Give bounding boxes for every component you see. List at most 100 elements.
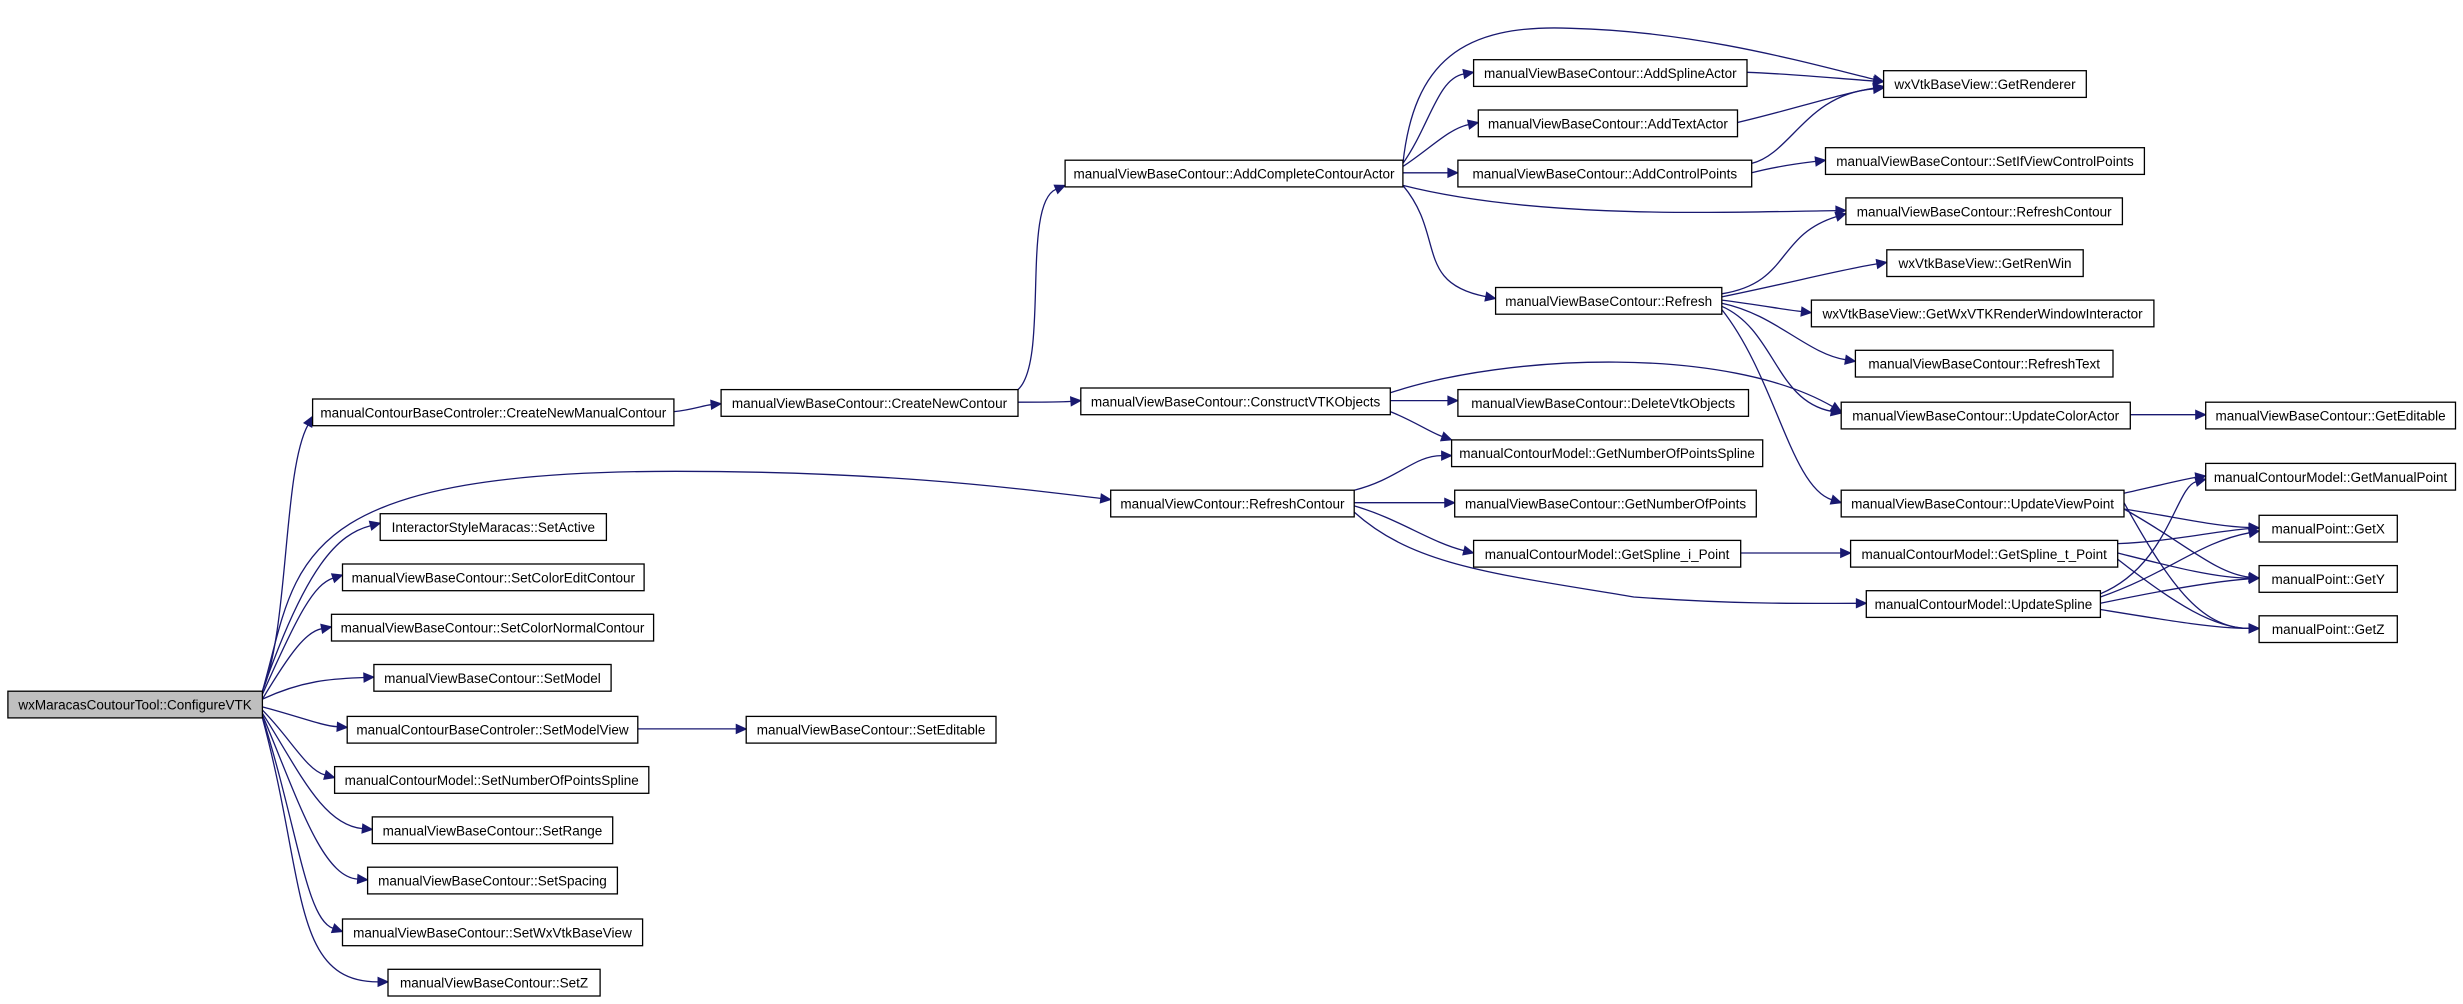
edge-refresh-to-get-wx-vtkrwi — [1721, 299, 1813, 317]
node-box[interactable] — [2205, 401, 2457, 430]
node-label: manualContourModel::SetNumberOfPointsSpl… — [345, 773, 639, 788]
node-box[interactable] — [1457, 388, 1750, 417]
node-get-spline-ipoint[interactable]: manualContourModel::GetSpline_i_Point — [1472, 539, 1742, 568]
node-get-wx-vtkrwi[interactable]: wxVtkBaseView::GetWxVTKRenderWindowInter… — [1810, 299, 2155, 328]
node-box[interactable] — [1450, 439, 1764, 468]
node-create-new-manual-contour[interactable]: manualContourBaseControler::CreateNewMan… — [311, 398, 675, 427]
node-box[interactable] — [1886, 249, 2084, 278]
node-set-range[interactable]: manualViewBaseContour::SetRange — [371, 816, 614, 845]
node-box[interactable] — [1845, 197, 2124, 226]
node-set-if-view-control-points[interactable]: manualViewBaseContour::SetIfViewControlP… — [1824, 147, 2146, 176]
node-box[interactable] — [1849, 539, 2119, 568]
node-get-renderer[interactable]: wxVtkBaseView::GetRenderer — [1882, 70, 2087, 99]
node-set-color-edit-contour[interactable]: manualViewBaseContour::SetColorEditConto… — [341, 563, 645, 592]
node-box[interactable] — [1840, 489, 2125, 518]
node-add-complete-contour-actor[interactable]: manualViewBaseContour::AddCompleteContou… — [1064, 159, 1404, 188]
node-box[interactable] — [1882, 70, 2087, 99]
node-set-color-normal-contour[interactable]: manualViewBaseContour::SetColorNormalCon… — [330, 613, 655, 642]
node-box[interactable] — [2258, 514, 2398, 543]
node-set-spacing[interactable]: manualViewBaseContour::SetSpacing — [366, 866, 619, 895]
edge-line — [2100, 532, 2250, 598]
node-update-color-actor[interactable]: manualViewBaseContour::UpdateColorActor — [1840, 401, 2131, 430]
node-add-control-points[interactable]: manualViewBaseContour::AddControlPoints — [1457, 159, 1753, 188]
node-delete-vtk-objects[interactable]: manualViewBaseContour::DeleteVtkObjects — [1457, 388, 1750, 417]
arrowhead-icon — [1800, 306, 1813, 317]
node-get-z[interactable]: manualPoint::GetZ — [2258, 615, 2398, 644]
node-box[interactable] — [7, 690, 264, 719]
node-set-active[interactable]: InteractorStyleMaracas::SetActive — [379, 513, 608, 542]
node-set-wx-vtk-base-view[interactable]: manualViewBaseContour::SetWxVtkBaseView — [341, 918, 644, 947]
node-box[interactable] — [387, 968, 601, 997]
node-box[interactable] — [1457, 159, 1753, 188]
edge-line — [2117, 558, 2250, 630]
node-set-model[interactable]: manualViewBaseContour::SetModel — [373, 663, 612, 692]
node-set-z[interactable]: manualViewBaseContour::SetZ — [387, 968, 601, 997]
node-get-editable[interactable]: manualViewBaseContour::GetEditable — [2205, 401, 2457, 430]
arrowhead-icon — [1441, 450, 1453, 461]
node-box[interactable] — [379, 513, 608, 542]
node-box[interactable] — [366, 866, 619, 895]
node-box[interactable] — [720, 388, 1019, 417]
node-box[interactable] — [1064, 159, 1404, 188]
node-get-y[interactable]: manualPoint::GetY — [2258, 564, 2398, 593]
node-box[interactable] — [1080, 387, 1391, 416]
node-update-spline[interactable]: manualContourModel::UpdateSpline — [1865, 590, 2102, 619]
node-box[interactable] — [1840, 401, 2131, 430]
node-box[interactable] — [330, 613, 655, 642]
node-refresh-contour-base[interactable]: manualViewBaseContour::RefreshContour — [1845, 197, 2124, 226]
node-get-spline-tpoint[interactable]: manualContourModel::GetSpline_t_Point — [1849, 539, 2119, 568]
node-box[interactable] — [2205, 462, 2457, 491]
node-box[interactable] — [1810, 299, 2155, 328]
node-get-number-of-points[interactable]: manualViewBaseContour::GetNumberOfPoints — [1454, 489, 1757, 518]
node-label: manualContourModel::GetSpline_t_Point — [1861, 547, 2107, 562]
node-box[interactable] — [1472, 539, 1742, 568]
arrowhead-icon — [1439, 431, 1453, 442]
arrowhead-icon — [2248, 623, 2261, 634]
arrowhead-icon — [1872, 75, 1885, 87]
node-box[interactable] — [1454, 489, 1757, 518]
edge-get-spline-ipoint-to-get-spline-tpoint — [1740, 547, 1852, 559]
node-add-spline-actor[interactable]: manualViewBaseContour::AddSplineActor — [1472, 59, 1748, 88]
node-refresh-text[interactable]: manualViewBaseContour::RefreshText — [1854, 349, 2114, 378]
node-box[interactable] — [341, 918, 644, 947]
node-box[interactable] — [373, 663, 612, 692]
node-refresh[interactable]: manualViewBaseContour::Refresh — [1494, 286, 1723, 315]
node-get-x[interactable]: manualPoint::GetX — [2258, 514, 2398, 543]
node-box[interactable] — [2258, 564, 2398, 593]
node-create-new-contour[interactable]: manualViewBaseContour::CreateNewContour — [720, 388, 1019, 417]
node-box[interactable] — [1110, 489, 1355, 518]
node-get-ren-win[interactable]: wxVtkBaseView::GetRenWin — [1886, 249, 2084, 278]
node-box[interactable] — [311, 398, 675, 427]
node-get-number-of-points-spline[interactable]: manualContourModel::GetNumberOfPointsSpl… — [1450, 439, 1764, 468]
node-get-manual-point[interactable]: manualContourModel::GetManualPoint — [2205, 462, 2457, 491]
edge-root-to-set-active — [261, 520, 382, 692]
node-add-text-actor[interactable]: manualViewBaseContour::AddTextActor — [1477, 109, 1739, 138]
node-box[interactable] — [341, 563, 645, 592]
node-box[interactable] — [333, 765, 650, 794]
node-construct-vtkobjects[interactable]: manualViewBaseContour::ConstructVTKObjec… — [1080, 387, 1391, 416]
node-label: manualContourBaseControler::SetModelView — [356, 723, 628, 738]
edge-line — [2123, 508, 2250, 529]
edge-root-to-set-range — [261, 712, 374, 834]
node-set-model-view[interactable]: manualContourBaseControler::SetModelView — [346, 715, 639, 744]
node-box[interactable] — [1494, 286, 1723, 315]
node-box[interactable] — [1477, 109, 1739, 138]
node-box[interactable] — [1472, 59, 1748, 88]
node-box[interactable] — [1865, 590, 2102, 619]
node-set-editable[interactable]: manualViewBaseContour::SetEditable — [745, 715, 997, 744]
node-box[interactable] — [1854, 349, 2114, 378]
edge-line — [261, 712, 363, 830]
arrowhead-icon — [377, 976, 390, 988]
node-root[interactable]: wxMaracasCoutourTool::ConfigureVTK — [7, 690, 264, 719]
arrowhead-icon — [1834, 211, 1848, 222]
node-box[interactable] — [1824, 147, 2146, 176]
node-update-view-point[interactable]: manualViewBaseContour::UpdateViewPoint — [1840, 489, 2125, 518]
node-box[interactable] — [2258, 615, 2398, 644]
node-set-number-of-points-spline[interactable]: manualContourModel::SetNumberOfPointsSpl… — [333, 765, 650, 794]
node-box[interactable] — [346, 715, 639, 744]
node-box[interactable] — [745, 715, 997, 744]
arrowhead-icon — [320, 623, 333, 634]
node-refresh-contour-view[interactable]: manualViewContour::RefreshContour — [1110, 489, 1355, 518]
node-box[interactable] — [371, 816, 614, 845]
edge-line — [1017, 400, 1071, 403]
